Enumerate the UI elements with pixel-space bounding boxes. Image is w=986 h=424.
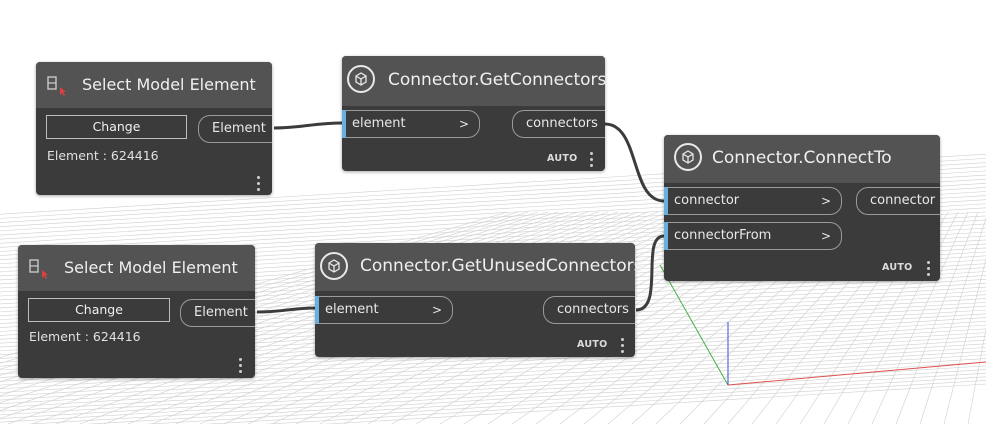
input-port-connector[interactable]: connector >: [664, 187, 842, 215]
x-axis-line: [727, 361, 986, 386]
lacing-label[interactable]: AUTO: [547, 153, 578, 164]
port-label: element: [325, 302, 379, 317]
node-header[interactable]: [342, 56, 605, 106]
wire-select1-to-getconnectors: [273, 121, 343, 130]
port-accent: [315, 296, 319, 324]
select-model-element-node-2[interactable]: Select Model Element Change Element Elem…: [18, 245, 255, 378]
change-button[interactable]: Change: [46, 115, 187, 139]
node-title: Connector.GetConnectors: [388, 70, 607, 90]
cube-icon: [674, 143, 702, 171]
node-menu-icon[interactable]: [925, 261, 931, 279]
output-port-connector[interactable]: connector: [856, 187, 940, 215]
selection-status: Element : 624416: [47, 148, 159, 163]
get-unused-connectors-node[interactable]: Connector.GetUnusedConnectors element > c…: [315, 243, 642, 357]
select-element-icon: [47, 76, 66, 96]
port-accent: [342, 110, 346, 138]
port-arrow-icon: >: [458, 117, 469, 131]
cube-icon: [320, 252, 348, 280]
port-label: connectorFrom: [674, 228, 772, 243]
output-port-connectors[interactable]: connectors: [512, 110, 605, 138]
node-menu-icon[interactable]: [619, 338, 625, 356]
select-model-element-node-1[interactable]: Select Model Element Change Element Elem…: [36, 62, 272, 195]
lacing-label[interactable]: AUTO: [882, 262, 913, 273]
node-title: Select Model Element: [64, 258, 238, 277]
port-arrow-icon: >: [820, 229, 831, 243]
port-accent: [664, 222, 668, 250]
wire-select2-to-getunused: [256, 306, 317, 314]
node-menu-icon[interactable]: [237, 358, 243, 376]
input-port-connectorfrom[interactable]: connectorFrom >: [664, 222, 842, 250]
port-arrow-icon: >: [820, 194, 831, 208]
port-label: connector: [674, 193, 740, 208]
port-accent: [664, 187, 668, 215]
wire-getconnectors-to-connectto: [604, 122, 665, 203]
node-header[interactable]: [18, 245, 255, 291]
node-title: Select Model Element: [82, 75, 256, 94]
selection-status: Element : 624416: [29, 329, 141, 344]
port-arrow-icon: >: [431, 303, 442, 317]
node-header[interactable]: [664, 135, 940, 183]
get-connectors-node[interactable]: Connector.GetConnectors element > connect…: [342, 56, 607, 171]
input-port-element[interactable]: element >: [315, 296, 453, 324]
select-element-icon: [29, 259, 48, 279]
node-header[interactable]: [36, 62, 272, 108]
connect-to-node[interactable]: Connector.ConnectTo connector > connector…: [664, 135, 940, 281]
cube-icon: [347, 65, 375, 93]
port-label: element: [352, 116, 406, 131]
lacing-label[interactable]: AUTO: [577, 339, 608, 350]
wire-getunused-to-connectto: [635, 234, 665, 312]
node-title: Connector.GetUnusedConnectors: [360, 256, 643, 276]
node-menu-icon[interactable]: [588, 152, 594, 170]
input-port-element[interactable]: element >: [342, 110, 480, 138]
change-button[interactable]: Change: [28, 298, 170, 322]
node-header[interactable]: [315, 243, 635, 291]
output-port-connectors[interactable]: connectors: [543, 296, 635, 324]
node-title: Connector.ConnectTo: [712, 148, 892, 168]
node-menu-icon[interactable]: [255, 176, 261, 194]
y-axis-line: [659, 264, 729, 386]
output-port-element[interactable]: Element: [198, 115, 272, 143]
output-port-element[interactable]: Element: [180, 299, 255, 327]
